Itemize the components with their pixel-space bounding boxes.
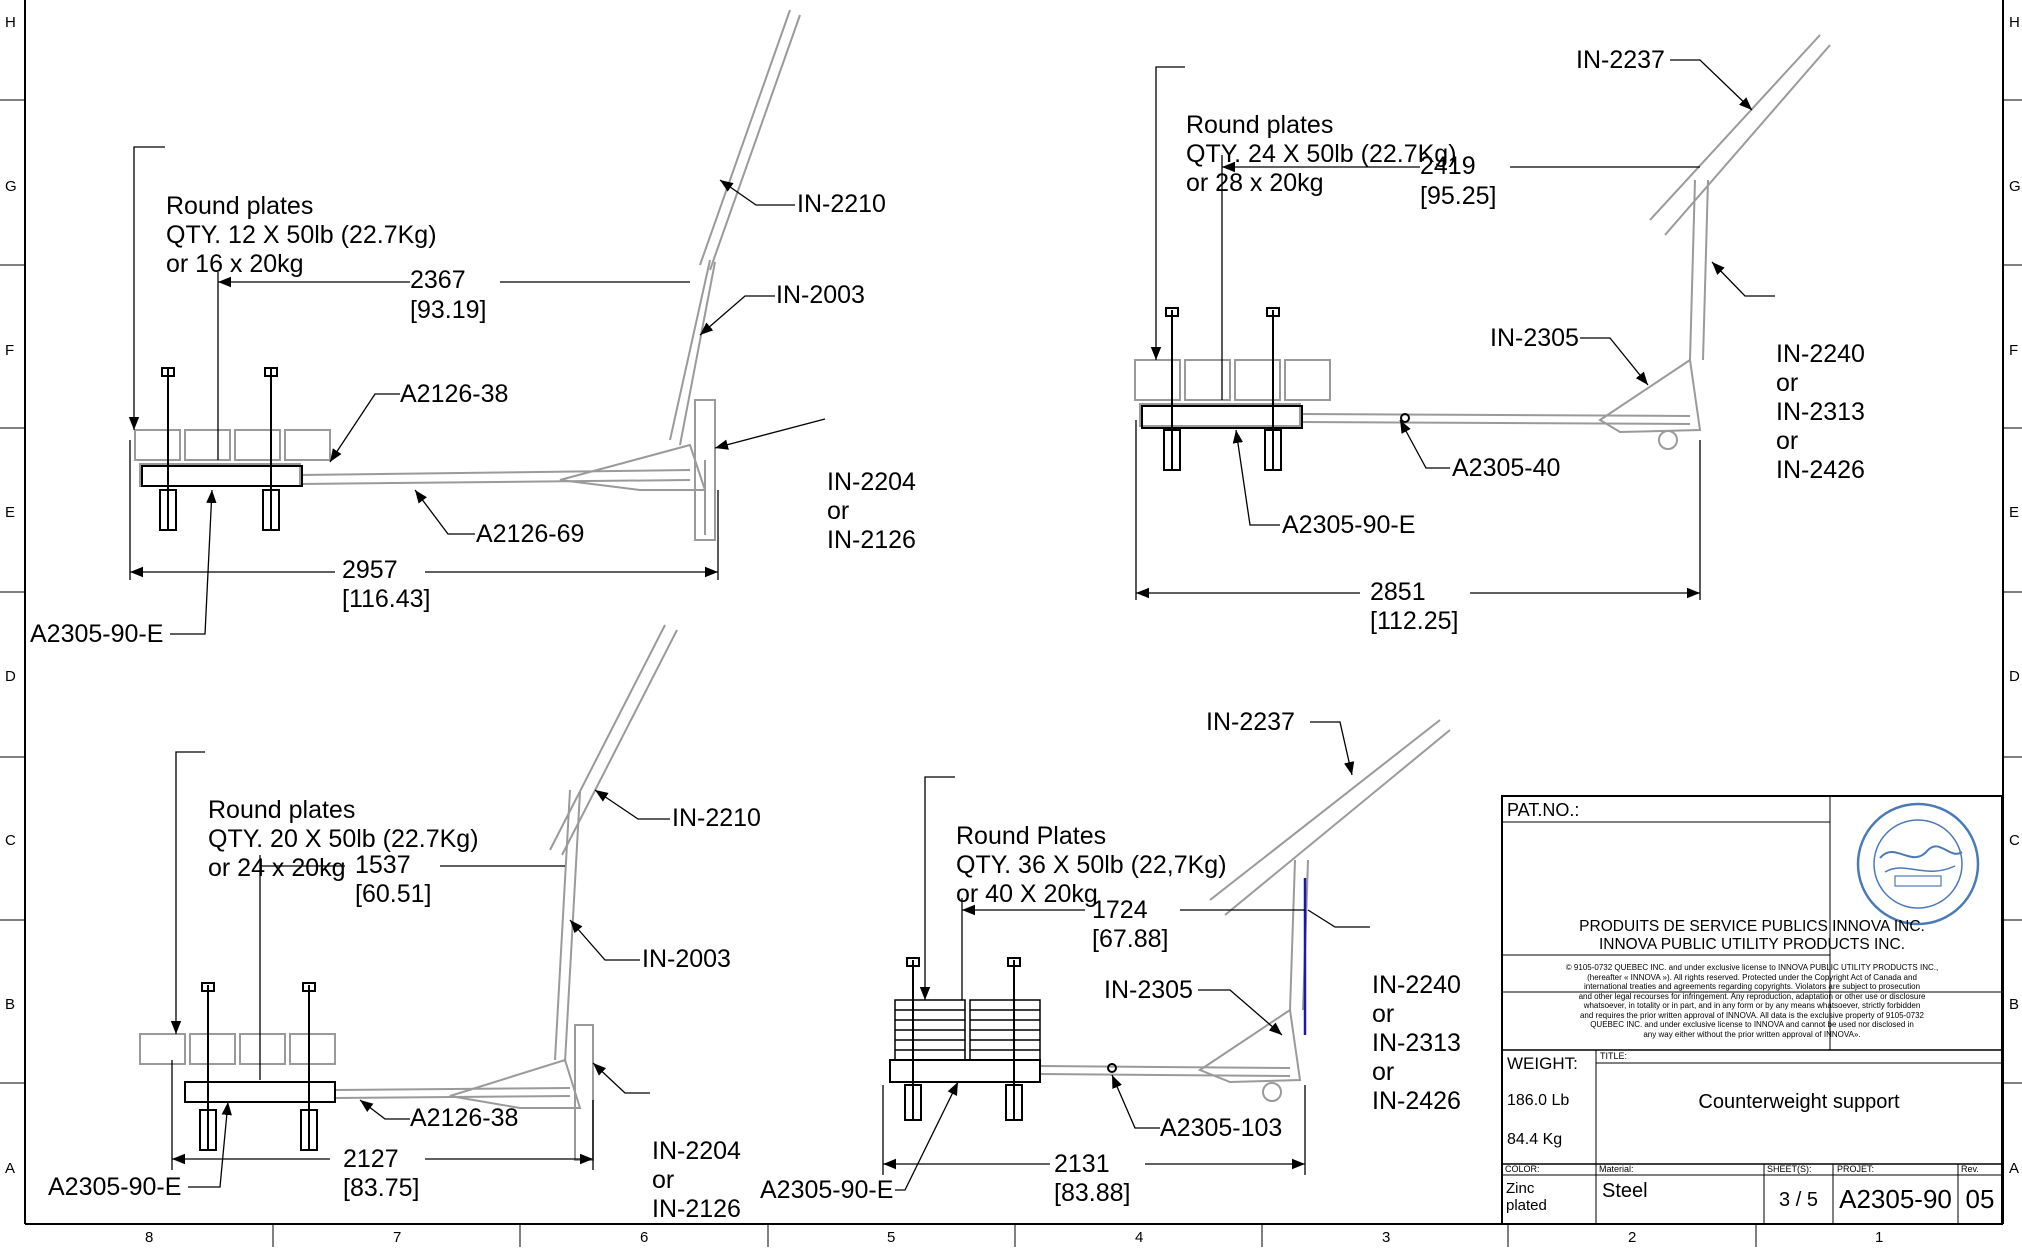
part-callout: A2126-38 [400, 380, 509, 408]
zone-row-label: B [5, 996, 16, 1013]
engineer-stamp [1856, 802, 1980, 926]
zone-row-label: D [5, 668, 16, 685]
dimension-imperial: [95.25] [1420, 182, 1497, 210]
title-label: TITLE: [1600, 1051, 1628, 1061]
part-callout: A2305-90-E [48, 1173, 182, 1201]
dimension-value: 2127 [343, 1145, 399, 1173]
dimension-value: 1724 [1092, 896, 1148, 924]
zone-row-label: C [2009, 832, 2020, 849]
part-callout: IN-2305 [1104, 976, 1193, 1004]
zone-col-label: 1 [1875, 1229, 1884, 1246]
zone-col-label: 8 [145, 1229, 154, 1246]
material-label: Material: [1599, 1164, 1634, 1174]
zone-row-label: E [5, 504, 16, 521]
sheets-value: 3 / 5 [1779, 1189, 1818, 1211]
part-callout: A2305-40 [1452, 454, 1561, 482]
part-callout: IN-2305 [1490, 324, 1579, 352]
part-callout: IN-2210 [672, 804, 761, 832]
zone-col-label: 7 [393, 1229, 402, 1246]
zone-col-label: 2 [1628, 1229, 1637, 1246]
dimension-value: 2851 [1370, 578, 1426, 606]
zone-row-label: A [5, 1160, 16, 1177]
dimension-imperial: [83.88] [1054, 1179, 1131, 1207]
part-callout: A2126-69 [476, 520, 585, 548]
legal-notice: © 9105-0732 QUEBEC INC. and under exclus… [1565, 963, 1939, 1039]
dimension-imperial: [83.75] [343, 1174, 420, 1202]
rev-number: 05 [1965, 1184, 1995, 1214]
title-block-grid [1501, 795, 2003, 1225]
part-callout: IN-2003 [776, 281, 865, 309]
color-label: COLOR: [1505, 1164, 1540, 1174]
zone-col-label: 3 [1382, 1229, 1391, 1246]
zone-row-label: A [2009, 1160, 2020, 1177]
zone-row-label: E [2009, 504, 2020, 521]
dimension-imperial: [112.25] [1370, 607, 1459, 635]
dimension-value: 2367 [410, 266, 466, 294]
dimension-imperial: [67.88] [1092, 925, 1169, 953]
weight-label: WEIGHT: [1507, 1054, 1578, 1073]
pat-no-label: PAT.NO.: [1507, 800, 1580, 820]
dimension-imperial: [93.19] [410, 296, 487, 324]
weight-lb: 186.0 Lb [1507, 1092, 1570, 1109]
zone-row-label: H [5, 14, 16, 31]
zone-col-label: 6 [640, 1229, 649, 1246]
zone-row-label: B [2009, 996, 2020, 1013]
part-callout: A2305-90-E [760, 1176, 894, 1204]
zone-row-label: D [2009, 668, 2020, 685]
view-top-right-drawing [1134, 34, 1831, 600]
zone-col-label: 5 [887, 1229, 896, 1246]
dimension-imperial: [60.51] [355, 880, 432, 908]
zone-row-label: C [5, 832, 16, 849]
material-value: Steel [1602, 1180, 1648, 1202]
view-bottom-left-drawing [139, 624, 678, 1188]
part-callout: IN-2210 [797, 190, 886, 218]
weight-kg: 84.4 Kg [1507, 1131, 1563, 1148]
zone-row-label: G [5, 178, 17, 195]
drawing-title: Counterweight support [1698, 1091, 1900, 1113]
company-name: PRODUITS DE SERVICE PUBLICS INNOVA INC.I… [1579, 918, 1925, 953]
zone-col-label: 4 [1135, 1229, 1144, 1246]
dimension-value: 2419 [1420, 152, 1476, 180]
project-label: PROJET: [1837, 1164, 1875, 1174]
zone-row-label: F [2009, 342, 2019, 359]
stacked-plates [894, 999, 1041, 1061]
part-callout: IN-2003 [642, 945, 731, 973]
zone-row-label: F [5, 342, 15, 359]
dimension-value: 2131 [1054, 1150, 1110, 1178]
rev-label: Rev. [1961, 1164, 1979, 1174]
part-callout: IN-2237 [1576, 46, 1665, 74]
project-number: A2305-90 [1839, 1184, 1952, 1214]
part-callout: A2305-90-E [30, 620, 164, 648]
zone-row-label: G [2009, 178, 2021, 195]
zone-row-label: H [2009, 14, 2020, 31]
sheets-label: SHEET(S): [1767, 1164, 1812, 1174]
view-bottom-middle-drawing [882, 719, 1451, 1191]
dimension-value: 1537 [355, 851, 411, 879]
view-top-left-drawing [128, 9, 826, 635]
part-callout: A2305-90-E [1282, 511, 1416, 539]
dimension-imperial: [116.43] [342, 585, 431, 613]
part-callout: A2126-38 [410, 1104, 519, 1132]
dimension-value: 2957 [342, 556, 398, 584]
part-callout: IN-2237 [1206, 708, 1295, 736]
part-callout: A2305-103 [1160, 1114, 1283, 1142]
